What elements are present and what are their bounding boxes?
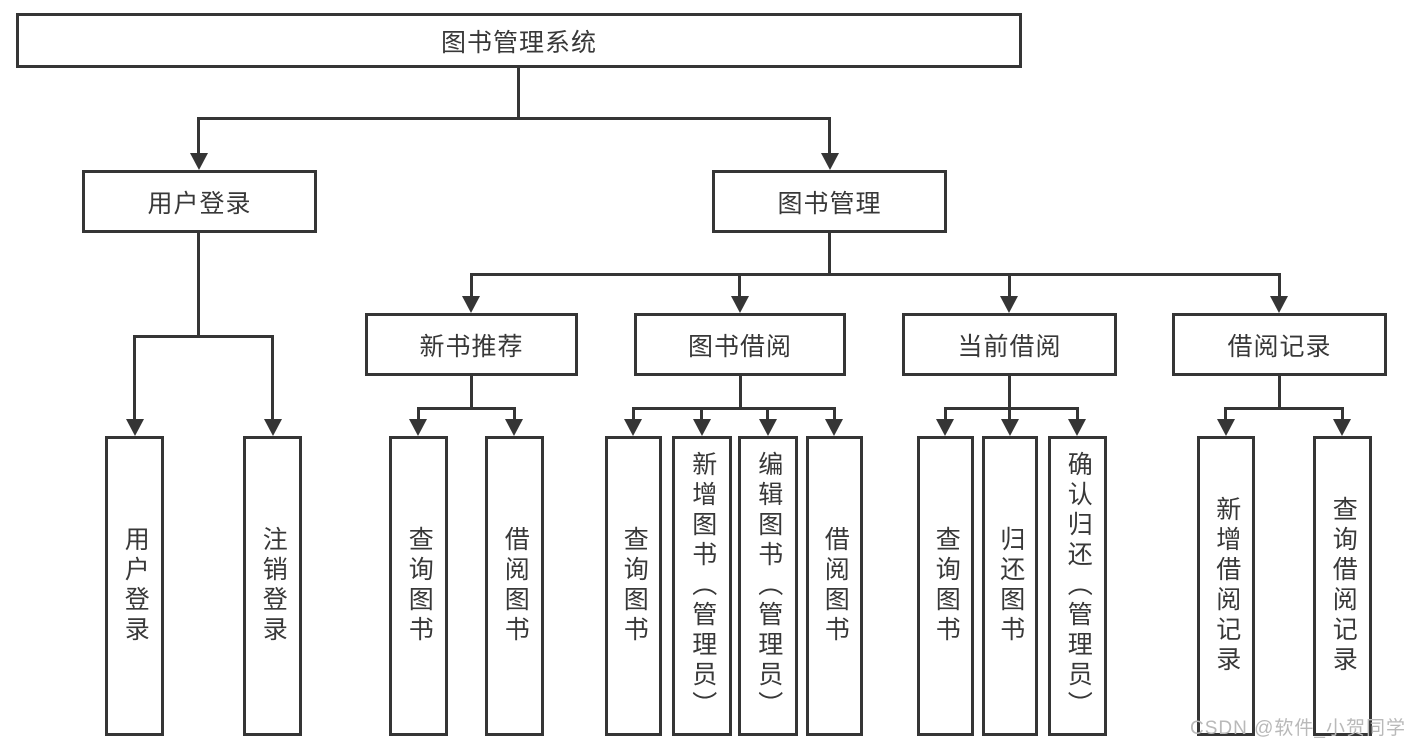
arrowhead-down-icon: [409, 419, 427, 436]
node-current-borrowing: 当前借阅: [902, 313, 1117, 376]
leaf-return-books: 归还图书: [982, 436, 1038, 736]
watermark: CSDN @软件_小贺同学: [1190, 718, 1405, 739]
arrowhead-down-icon: [936, 419, 954, 436]
connector-arrow-shaft: [1278, 273, 1281, 300]
leaf-query-books-current: 查询图书: [917, 436, 974, 736]
arrowhead-down-icon: [759, 419, 777, 436]
connector-arrow-shaft: [1008, 273, 1011, 300]
leaf-confirm-return-admin: 确认归还（管理员）: [1048, 436, 1107, 736]
arrowhead-down-icon: [1001, 419, 1019, 436]
leaf-user-login: 用户登录: [105, 436, 164, 736]
connector-crossbar: [470, 273, 1281, 276]
leaf-edit-book-admin: 编辑图书（管理员）: [738, 436, 798, 736]
connector-stem: [828, 233, 831, 275]
node-book-borrowing: 图书借阅: [634, 313, 846, 376]
connector-stem: [470, 376, 473, 409]
arrowhead-down-icon: [624, 419, 642, 436]
connector-arrow-shaft: [470, 273, 473, 300]
connector-arrow-shaft: [133, 335, 136, 421]
connector-arrow-shaft: [833, 407, 836, 423]
connector-arrow-shaft: [1341, 407, 1344, 423]
connector-crossbar: [944, 407, 1079, 410]
connector-arrow-shaft: [944, 407, 947, 423]
arrowhead-down-icon: [126, 419, 144, 436]
arrowhead-down-icon: [1270, 296, 1288, 313]
connector-arrow-shaft: [271, 335, 274, 421]
connector-stem: [197, 233, 200, 335]
connector-arrow-shaft: [513, 407, 516, 423]
connector-crossbar: [417, 407, 515, 410]
connector-stem: [1008, 376, 1011, 409]
connector-arrow-shaft: [1224, 407, 1227, 423]
connector-arrow-shaft: [197, 117, 200, 155]
connector-crossbar: [1225, 407, 1343, 410]
leaf-query-books-borrowing: 查询图书: [605, 436, 662, 736]
connector-stem: [1278, 376, 1281, 409]
connector-arrow-shaft: [632, 407, 635, 423]
connector-crossbar: [133, 335, 274, 338]
arrowhead-down-icon: [825, 419, 843, 436]
arrowhead-down-icon: [462, 296, 480, 313]
arrowhead-down-icon: [731, 296, 749, 313]
arrowhead-down-icon: [1068, 419, 1086, 436]
node-user-login: 用户登录: [82, 170, 317, 233]
leaf-logout: 注销登录: [243, 436, 302, 736]
leaf-query-books-recommend: 查询图书: [389, 436, 448, 736]
arrowhead-down-icon: [264, 419, 282, 436]
leaf-add-book-admin: 新增图书（管理员）: [672, 436, 732, 736]
connector-arrow-shaft: [738, 273, 741, 300]
arrowhead-down-icon: [1333, 419, 1351, 436]
node-new-book-recommend: 新书推荐: [365, 313, 578, 376]
arrowhead-down-icon: [1000, 296, 1018, 313]
arrowhead-down-icon: [821, 153, 839, 170]
connector-arrow-shaft: [766, 407, 769, 423]
connector-root-stem: [517, 68, 520, 117]
arrowhead-down-icon: [505, 419, 523, 436]
arrowhead-down-icon: [190, 153, 208, 170]
connector-arrow-shaft: [828, 117, 831, 155]
connector-crossbar: [632, 407, 836, 410]
leaf-borrow-books-recommend: 借阅图书: [485, 436, 544, 736]
node-borrowing-records: 借阅记录: [1172, 313, 1387, 376]
node-root-library-system: 图书管理系统: [16, 13, 1022, 68]
node-book-management: 图书管理: [712, 170, 947, 233]
connector-arrow-shaft: [417, 407, 420, 423]
leaf-add-borrow-record: 新增借阅记录: [1197, 436, 1255, 736]
connector-root-crossbar: [197, 117, 831, 120]
arrowhead-down-icon: [693, 419, 711, 436]
leaf-query-borrow-record: 查询借阅记录: [1313, 436, 1372, 736]
arrowhead-down-icon: [1217, 419, 1235, 436]
leaf-borrow-books-borrowing: 借阅图书: [806, 436, 863, 736]
connector-arrow-shaft: [700, 407, 703, 423]
connector-arrow-shaft: [1008, 407, 1011, 423]
connector-stem: [739, 376, 742, 409]
connector-arrow-shaft: [1076, 407, 1079, 423]
